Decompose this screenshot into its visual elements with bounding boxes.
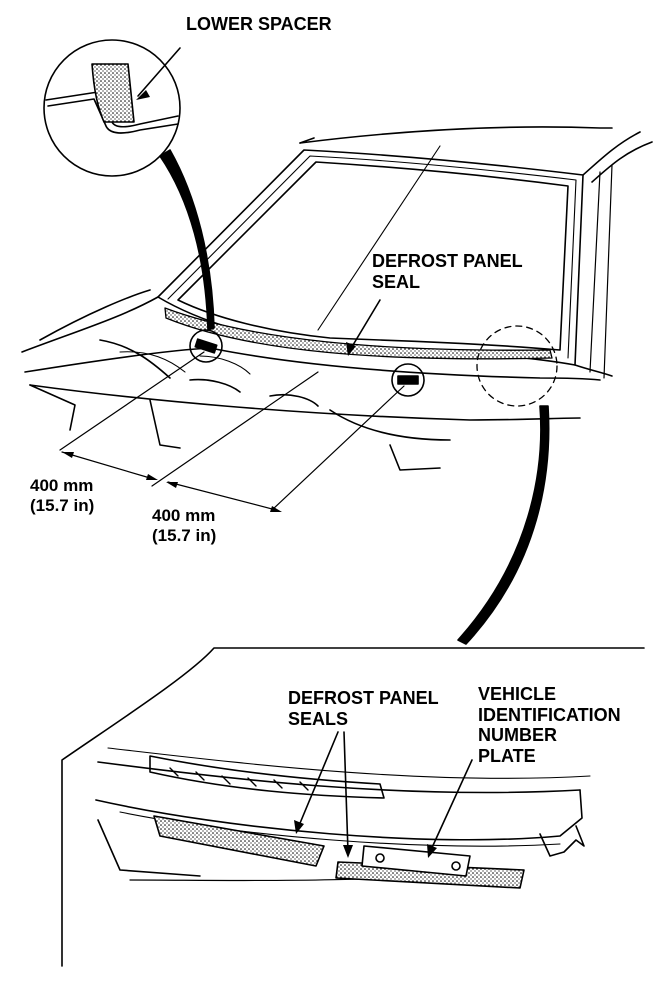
vin-line-2: IDENTIFICATION	[478, 704, 621, 725]
defrost-seal-strip	[164, 307, 553, 360]
inset-louver-panel	[149, 755, 385, 799]
hood-inner-line-2	[389, 444, 441, 471]
dim-line-1	[61, 451, 151, 479]
lower-spacer-label: LOWER SPACER	[186, 14, 332, 35]
vin-line-1: VEHICLE	[478, 684, 557, 704]
defrost-seals-line-1: DEFROST PANEL	[288, 688, 439, 708]
dimension-label-1: 400 mm (15.7 in)	[30, 476, 94, 515]
detail-circle-left	[189, 329, 223, 363]
vin-arrowhead	[427, 844, 437, 858]
windshield-moulding	[167, 155, 577, 359]
defrost-seal-leader	[349, 299, 381, 351]
dimension-2-imperial: (15.7 in)	[152, 525, 217, 545]
hood-rear-edge	[29, 384, 581, 421]
right-door-edge	[589, 171, 601, 373]
dim-arrow-2b	[270, 506, 282, 512]
right-door-edge-2	[603, 164, 613, 379]
dim-extension-3	[271, 385, 405, 511]
cowl-line-1	[21, 296, 159, 353]
vin-line-3: NUMBER	[478, 725, 557, 746]
inset-vin-rivet-1	[375, 853, 385, 863]
windshield-glass-edge	[177, 161, 569, 351]
inset-vin-rivet-2	[451, 861, 461, 871]
dim-extension-2	[151, 371, 319, 487]
seals-arrowhead-2	[343, 845, 353, 858]
wiper-pivot-2	[269, 393, 319, 407]
detail-circle-mid	[391, 363, 425, 397]
cowl-louver	[119, 351, 251, 375]
spacer-mark-mid	[397, 375, 419, 385]
defrost-seal-arrowhead	[346, 342, 356, 356]
inset-cowl-edge	[95, 789, 583, 841]
fender-line	[149, 399, 181, 449]
defrost-panel-seal-label: DEFROST PANEL SEAL	[372, 251, 523, 292]
dim-arrow-1a	[62, 452, 74, 458]
lower-spacer-leader	[137, 47, 181, 97]
magnified-panel-line-2	[47, 98, 179, 134]
hood-left-edge	[29, 384, 76, 431]
detail-circle-right	[476, 325, 558, 407]
inset-louvers	[169, 767, 309, 791]
roof-front-edge	[299, 137, 315, 144]
defrost-seals-line-2: SEALS	[288, 708, 349, 729]
dim-arrow-1b	[146, 474, 158, 480]
vin-leader	[429, 759, 473, 853]
right-pillar-c	[574, 364, 613, 377]
cowl-line-3	[39, 289, 151, 341]
dimension-label-2: 400 mm (15.7 in)	[152, 506, 216, 545]
dim-extension-1	[59, 351, 205, 451]
wiper-pivot-1	[189, 378, 241, 393]
vin-plate-label: VEHICLE IDENTIFICATION NUMBER PLATE	[478, 684, 621, 767]
roof-line	[299, 126, 613, 144]
dimension-2-metric: 400 mm	[152, 506, 216, 525]
inset-frame	[61, 647, 645, 967]
inset-cowl-top	[97, 761, 581, 794]
seals-leader-1	[297, 731, 339, 829]
inset-seal-left	[153, 815, 325, 867]
lower-spacer-arrowhead	[136, 90, 150, 100]
inset-vin-plate	[361, 845, 471, 877]
dimension-1-imperial: (15.7 in)	[30, 495, 95, 515]
inset-cowl-top-2	[107, 747, 591, 779]
inset-right-bracket	[539, 825, 585, 857]
magnified-spacer-block	[91, 63, 135, 123]
dim-arrow-2a	[166, 482, 178, 488]
defrost-panel-seals-label: DEFROST PANEL SEALS	[288, 688, 439, 729]
seals-leader-2	[343, 731, 349, 853]
dim-line-2	[167, 481, 277, 511]
cowl-line-2	[24, 347, 601, 381]
connector-right	[457, 405, 550, 645]
defrost-seal-line-1: DEFROST PANEL	[372, 251, 523, 271]
seals-arrowhead-1	[294, 820, 304, 834]
vin-line-4: PLATE	[478, 746, 536, 767]
glass-reflection	[317, 145, 441, 331]
right-pillar-b	[591, 141, 653, 183]
right-pillar-a	[582, 131, 641, 176]
spacer-mark-left	[194, 338, 218, 354]
connector-left	[159, 149, 215, 331]
inset-body-left	[97, 819, 201, 877]
lower-spacer-text: LOWER SPACER	[186, 14, 332, 34]
defrost-seal-line-2: SEAL	[372, 271, 421, 292]
left-fender-curve	[99, 339, 171, 379]
hood-inner-line	[329, 409, 451, 441]
dimension-1-metric: 400 mm	[30, 476, 94, 495]
